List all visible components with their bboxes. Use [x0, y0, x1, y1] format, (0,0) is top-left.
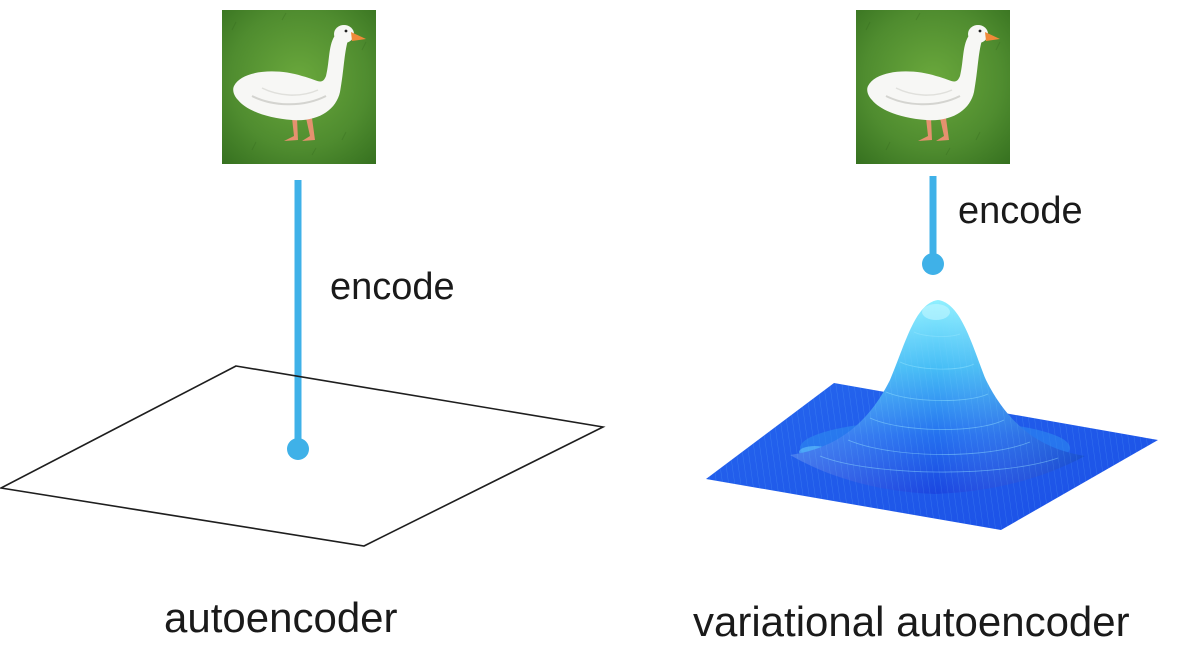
latent-point-vae — [922, 253, 944, 275]
goose-image-input-vae — [856, 10, 1010, 164]
variational-autoencoder-caption: variational autoencoder — [693, 598, 1130, 645]
autoencoder-caption: autoencoder — [164, 594, 398, 641]
encode-label: encode — [330, 266, 455, 308]
goose-image-input — [222, 10, 376, 164]
encode-label-vae: encode — [958, 190, 1083, 232]
latent-space-plane — [0, 365, 606, 547]
gaussian-surface — [706, 300, 1158, 530]
variational-autoencoder-panel — [706, 10, 1158, 530]
latent-point — [287, 438, 309, 460]
autoencoder-panel — [0, 10, 606, 547]
